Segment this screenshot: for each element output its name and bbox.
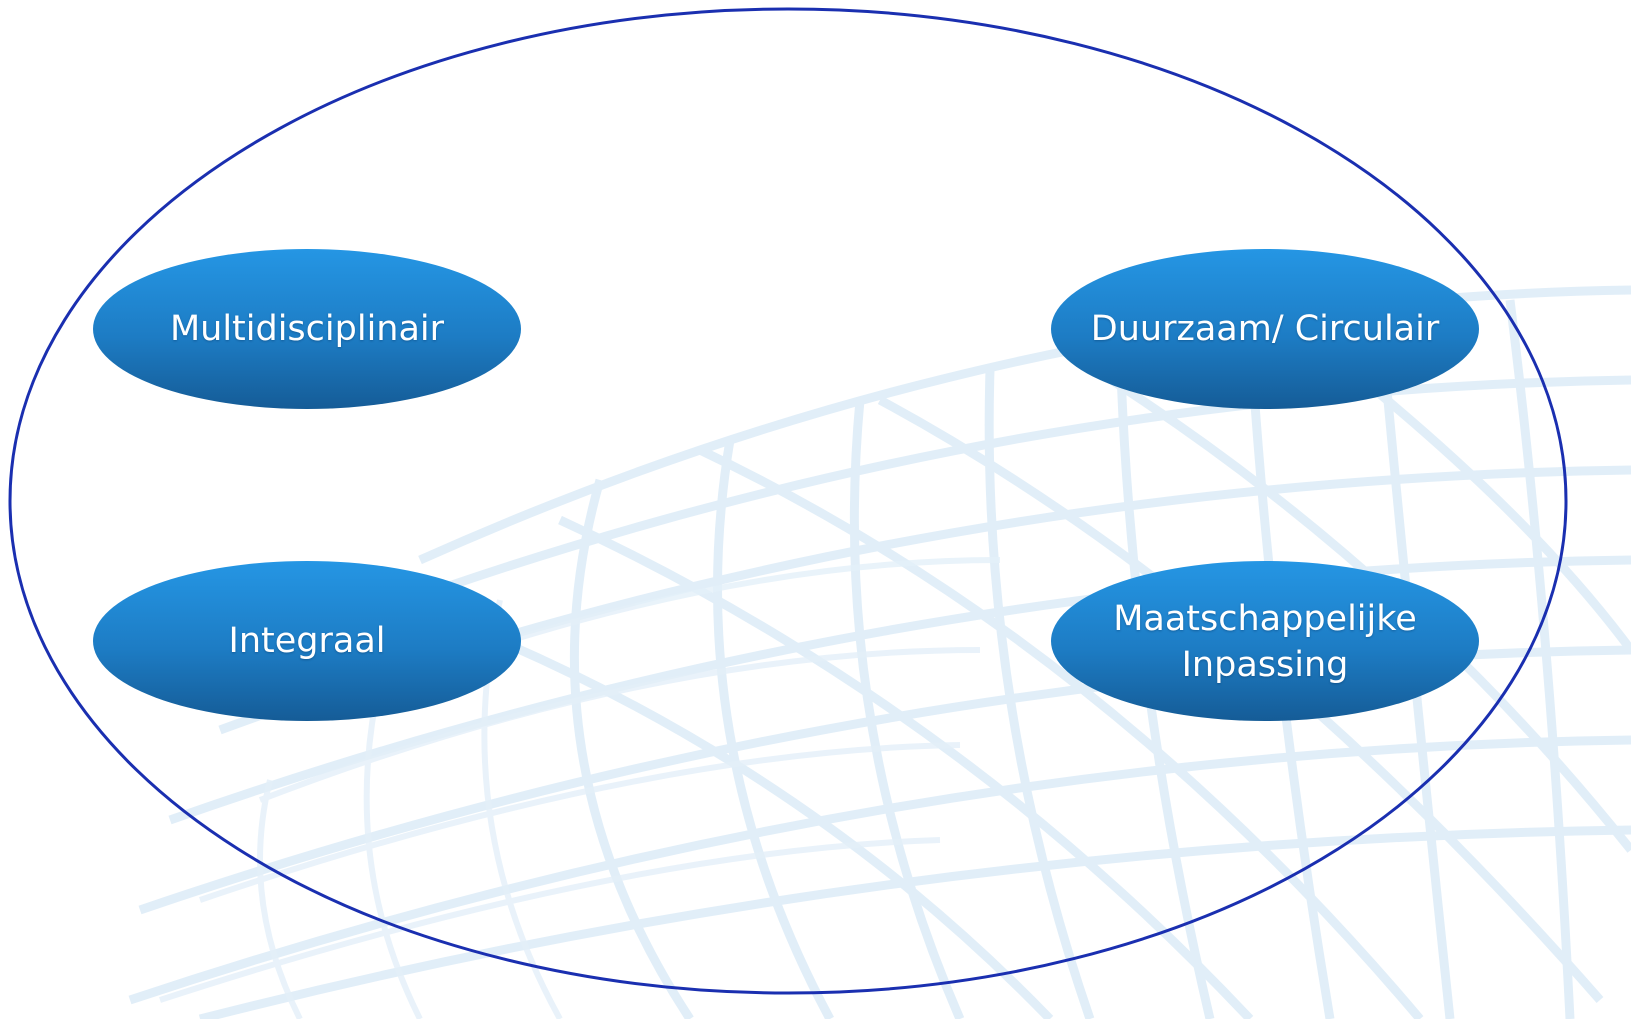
node-ellipse-maatschappelijke-inpassing	[1051, 561, 1479, 721]
node-ellipse-multidisciplinair	[93, 249, 521, 409]
node-ellipse-integraal	[93, 561, 521, 721]
node-ellipse-duurzaam-circulair	[1051, 249, 1479, 409]
outer-ellipse	[8, 7, 1568, 995]
